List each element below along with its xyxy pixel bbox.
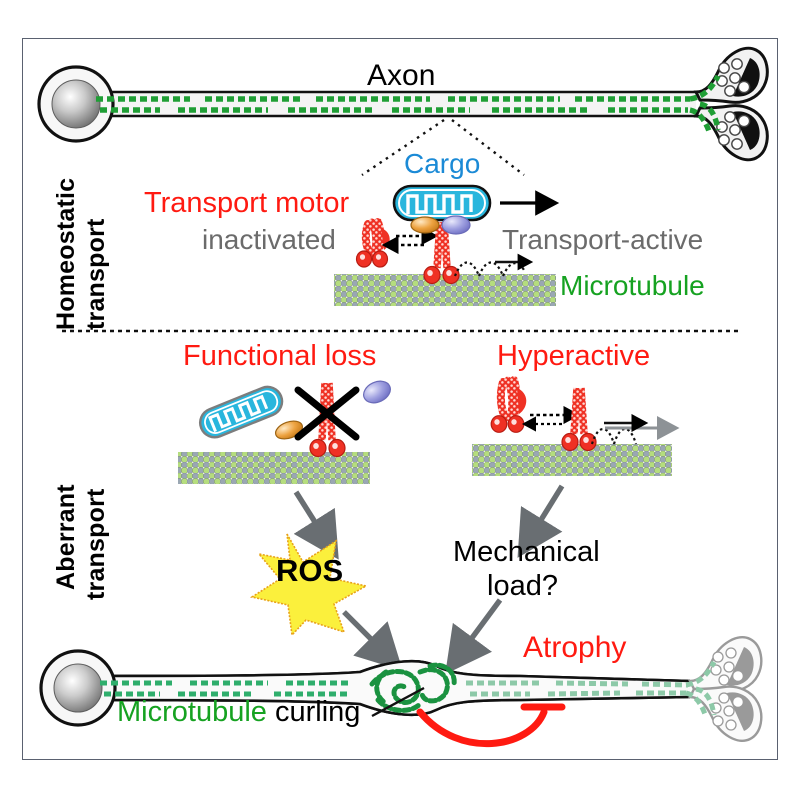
hyperactive-scene <box>445 376 680 675</box>
nmj-top <box>689 46 769 162</box>
cargo-label: Cargo <box>404 148 481 179</box>
vesicle-icon <box>363 380 391 404</box>
nmj-bottom-atrophied <box>685 636 763 742</box>
mechanical-load-label-line2: load? <box>487 570 558 602</box>
top-neuron <box>37 46 769 162</box>
equilibrium-arrows-top <box>381 226 439 255</box>
axon-microtubule-tracks-top <box>96 96 690 113</box>
ros-label: ROS <box>276 553 344 588</box>
arrow-load-to-neuron <box>445 598 503 675</box>
arrow-to-mechanical-load <box>517 484 565 558</box>
microtubule-label-top: Microtubule <box>560 272 705 300</box>
motor-active-top <box>423 221 460 285</box>
inhibition-arrow-icon <box>416 703 566 747</box>
curling-pointer-line <box>371 686 425 718</box>
axon-microtubule-tracks-bottom <box>100 680 352 697</box>
panel-label-aberrant-line1: Aberrant <box>52 484 80 590</box>
transport-active-label: Transport-active <box>502 224 704 255</box>
panel-label-aberrant: Aberrant <box>52 484 81 590</box>
functional-loss-scene <box>178 380 391 560</box>
functional-loss-label: Functional loss <box>183 340 377 372</box>
microtubule-curling-label: Microtubule curling <box>117 698 360 727</box>
microtubule-curling-label-black: curling <box>274 696 361 728</box>
hyperactive-label: Hyperactive <box>497 340 651 372</box>
panel-label-aberrant-2: transport <box>82 488 111 600</box>
transport-motor-label: Transport motor <box>144 187 350 219</box>
soma-top <box>37 65 115 143</box>
bottom-neuron <box>39 636 763 747</box>
mechanical-load-label-line1: Mechanical <box>453 536 600 568</box>
microtubule-label-top-text: Microtubule <box>560 270 705 301</box>
cross-out-icon <box>294 386 360 441</box>
panel-label-aberrant-line2: transport <box>82 488 110 600</box>
microtubule-curling-label-green: Microtubule <box>117 696 267 728</box>
arrow-ros-to-neuron <box>342 610 403 671</box>
motor-inactivated-top <box>355 218 390 268</box>
microtubule-curling-graphic <box>369 662 457 713</box>
panel-label-homeostatic: Homeostatic <box>52 178 81 330</box>
panel-label-homeostatic-line1: Homeostatic <box>52 177 80 330</box>
panel-label-homeostatic-2: transport <box>82 218 111 330</box>
panel-label-homeostatic-line2: transport <box>82 218 110 330</box>
axon-label: Axon <box>367 59 436 92</box>
stepping-trajectory-top <box>453 253 534 277</box>
atrophy-label: Atrophy <box>523 631 627 664</box>
soma-bottom <box>39 649 117 727</box>
arrow-to-ros <box>293 490 339 560</box>
inactivated-label: inactivated <box>202 224 336 255</box>
ros-star-icon <box>249 533 369 637</box>
callout-lines <box>361 119 525 176</box>
cargo-mitochondrion-top <box>392 184 492 235</box>
